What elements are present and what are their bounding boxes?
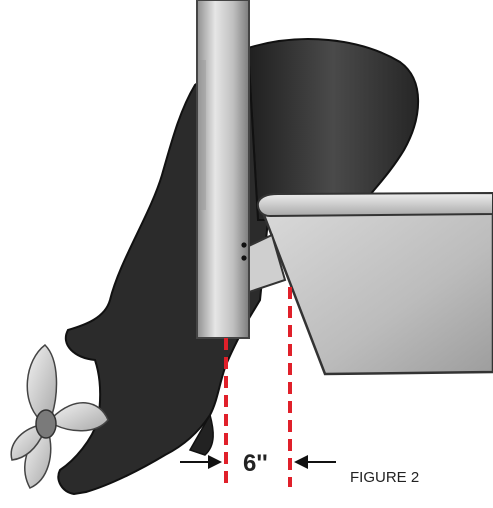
hull-side xyxy=(260,208,493,376)
boat-hull xyxy=(256,191,493,376)
figure-caption: FIGURE 2 xyxy=(350,469,419,486)
shaft-bolt xyxy=(241,255,247,261)
motor-cowling xyxy=(246,38,420,221)
motor-shaft xyxy=(196,0,250,339)
propeller-icon xyxy=(10,344,109,489)
arrow-right-icon xyxy=(180,455,222,469)
arrow-left-icon xyxy=(294,455,336,469)
hull-gunwale xyxy=(256,191,493,218)
motor-skeg xyxy=(188,413,214,456)
shaft-bolt xyxy=(241,242,247,248)
measurement-label: 6'' xyxy=(243,450,268,477)
